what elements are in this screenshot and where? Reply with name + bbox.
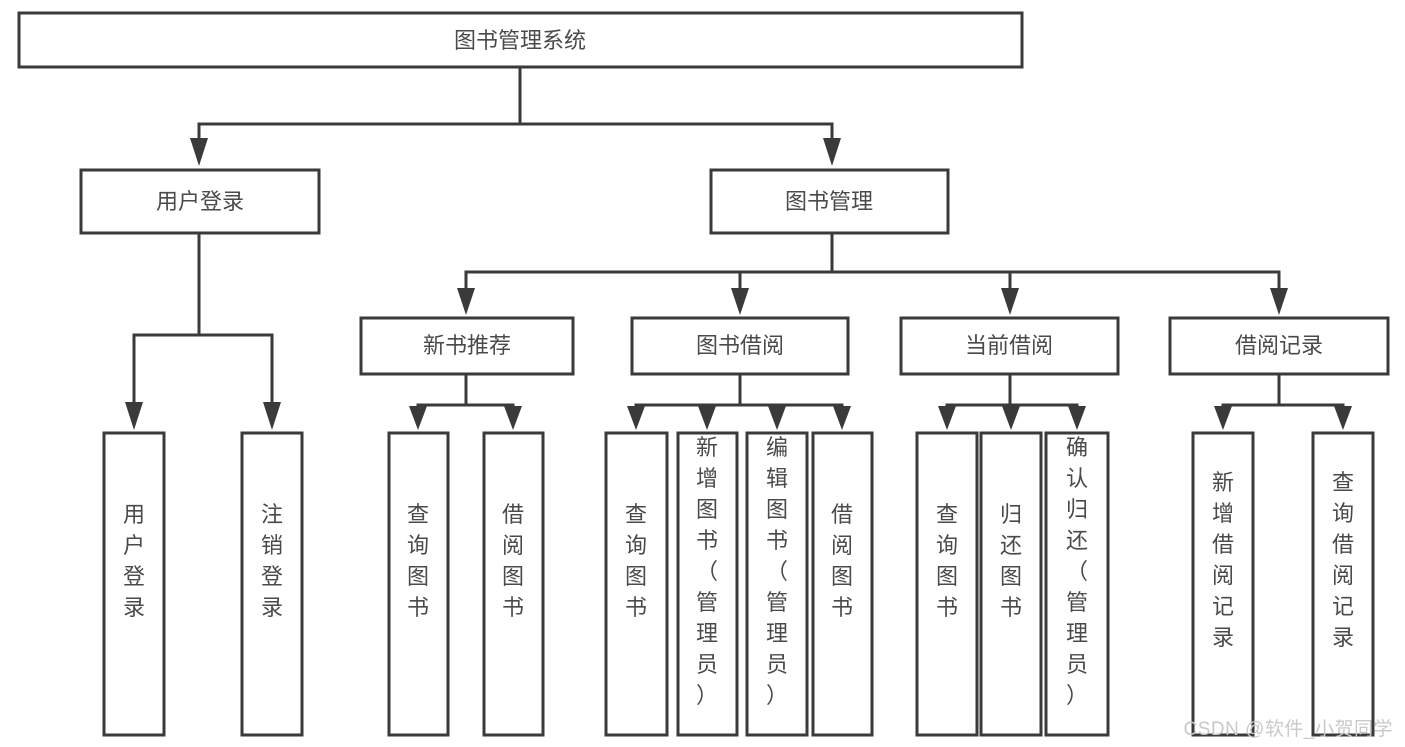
root-box[interactable]	[17, 11, 1024, 69]
leaf-node-logout[interactable]: 注销登录	[240, 431, 304, 737]
user-login-label: 用户登录	[156, 189, 244, 214]
new-book-recommend-box[interactable]	[359, 316, 575, 376]
leaf-node-borrow-books[interactable]: 借阅图书	[811, 431, 874, 737]
leaf-box[interactable]	[1311, 431, 1375, 737]
arrow-book-mgmt-to-borrow	[731, 288, 749, 315]
arrow-user-login-to-login	[125, 402, 143, 430]
node-current-borrow[interactable]: 当前借阅	[899, 316, 1120, 376]
leaf-box[interactable]	[811, 431, 874, 737]
arrow-root-to-user-login	[190, 138, 208, 166]
arrow-book-mgmt-to-current	[1001, 288, 1019, 315]
leaf-box[interactable]	[745, 431, 809, 737]
leaf-box[interactable]	[102, 431, 166, 737]
leaf-label: 借阅图书	[831, 502, 853, 620]
node-new-book-recommend[interactable]: 新书推荐	[359, 316, 575, 376]
leaf-label: 新增借阅记录	[1212, 470, 1234, 650]
book-management-box[interactable]	[709, 168, 950, 235]
leaf-box[interactable]	[240, 431, 304, 737]
leaf-box[interactable]	[1044, 431, 1110, 737]
leaf-node-query-books-current[interactable]: 查询图书	[915, 431, 979, 737]
arrow-records-to-query	[1334, 406, 1352, 430]
leaf-label: 查询图书	[625, 502, 647, 620]
leaf-label: 注销登录	[261, 502, 283, 620]
leaf-node-add-book-admin[interactable]: 新增图书（管理员）	[676, 431, 739, 737]
leaf-node-confirm-return-admin[interactable]: 确认归还（管理员）	[1044, 431, 1110, 737]
leaf-label: 查询借阅记录	[1332, 470, 1354, 650]
leaf-node-user-login[interactable]: 用户登录	[102, 431, 166, 737]
node-book-management[interactable]: 图书管理	[709, 168, 950, 235]
node-root[interactable]: 图书管理系统	[17, 11, 1024, 69]
watermark-text: CSDN @软件_小贺同学	[1183, 719, 1393, 740]
leaf-box[interactable]	[1191, 431, 1255, 737]
leaf-node-borrow-books-new[interactable]: 借阅图书	[482, 431, 545, 737]
book-borrow-label: 图书借阅	[696, 333, 784, 358]
arrow-borrow-to-edit	[768, 406, 786, 430]
arrow-current-to-confirm	[1068, 406, 1086, 430]
current-borrow-box[interactable]	[899, 316, 1120, 376]
leaf-node-query-books-new[interactable]: 查询图书	[387, 431, 450, 737]
node-book-borrow[interactable]: 图书借阅	[630, 316, 850, 376]
leaf-box[interactable]	[604, 431, 669, 737]
leaf-label: 新增图书（管理员）	[696, 435, 718, 708]
node-user-login[interactable]: 用户登录	[79, 168, 321, 235]
leaf-node-query-books-borrow[interactable]: 查询图书	[604, 431, 669, 737]
leaf-label: 查询图书	[936, 502, 958, 620]
arrow-records-to-add	[1214, 406, 1232, 430]
leaf-label: 查询图书	[407, 502, 429, 620]
book-borrow-box[interactable]	[630, 316, 850, 376]
arrow-root-to-book-mgmt	[823, 138, 841, 166]
arrow-borrow-to-query	[627, 406, 645, 430]
leaf-box[interactable]	[979, 431, 1043, 737]
arrow-book-mgmt-to-new-books	[457, 288, 475, 315]
arrow-new-books-to-borrow	[504, 406, 522, 430]
leaf-label: 编辑图书（管理员）	[766, 435, 788, 708]
leaf-node-add-borrow-record[interactable]: 新增借阅记录	[1191, 431, 1255, 737]
arrow-book-mgmt-to-records	[1270, 288, 1288, 315]
book-management-label: 图书管理	[785, 189, 873, 214]
leaf-label: 借阅图书	[502, 502, 524, 620]
leaf-node-return-books[interactable]: 归还图书	[979, 431, 1043, 737]
borrow-records-box[interactable]	[1168, 316, 1390, 376]
arrow-current-to-return	[1002, 406, 1020, 430]
arrow-borrow-to-lend	[833, 406, 851, 430]
leaf-node-query-borrow-record[interactable]: 查询借阅记录	[1311, 431, 1375, 737]
leaf-node-edit-book-admin[interactable]: 编辑图书（管理员）	[745, 431, 809, 737]
leaf-box[interactable]	[482, 431, 545, 737]
leaf-box[interactable]	[676, 431, 739, 737]
leaf-box[interactable]	[915, 431, 979, 737]
leaf-label: 用户登录	[123, 502, 145, 620]
leaf-label: 确认归还（管理员）	[1066, 435, 1088, 708]
arrow-new-books-to-query	[409, 406, 427, 430]
borrow-records-label: 借阅记录	[1235, 333, 1323, 358]
new-book-recommend-label: 新书推荐	[423, 333, 511, 358]
root-label: 图书管理系统	[454, 28, 586, 53]
arrow-user-login-to-logout	[263, 402, 281, 430]
arrow-current-to-query	[938, 406, 956, 430]
leaf-label: 归还图书	[1000, 502, 1022, 620]
arrow-borrow-to-add	[698, 406, 716, 430]
node-borrow-records[interactable]: 借阅记录	[1168, 316, 1390, 376]
leaf-box[interactable]	[387, 431, 450, 737]
connector-layer	[125, 65, 1352, 430]
user-login-box[interactable]	[79, 168, 321, 235]
current-borrow-label: 当前借阅	[965, 333, 1053, 358]
